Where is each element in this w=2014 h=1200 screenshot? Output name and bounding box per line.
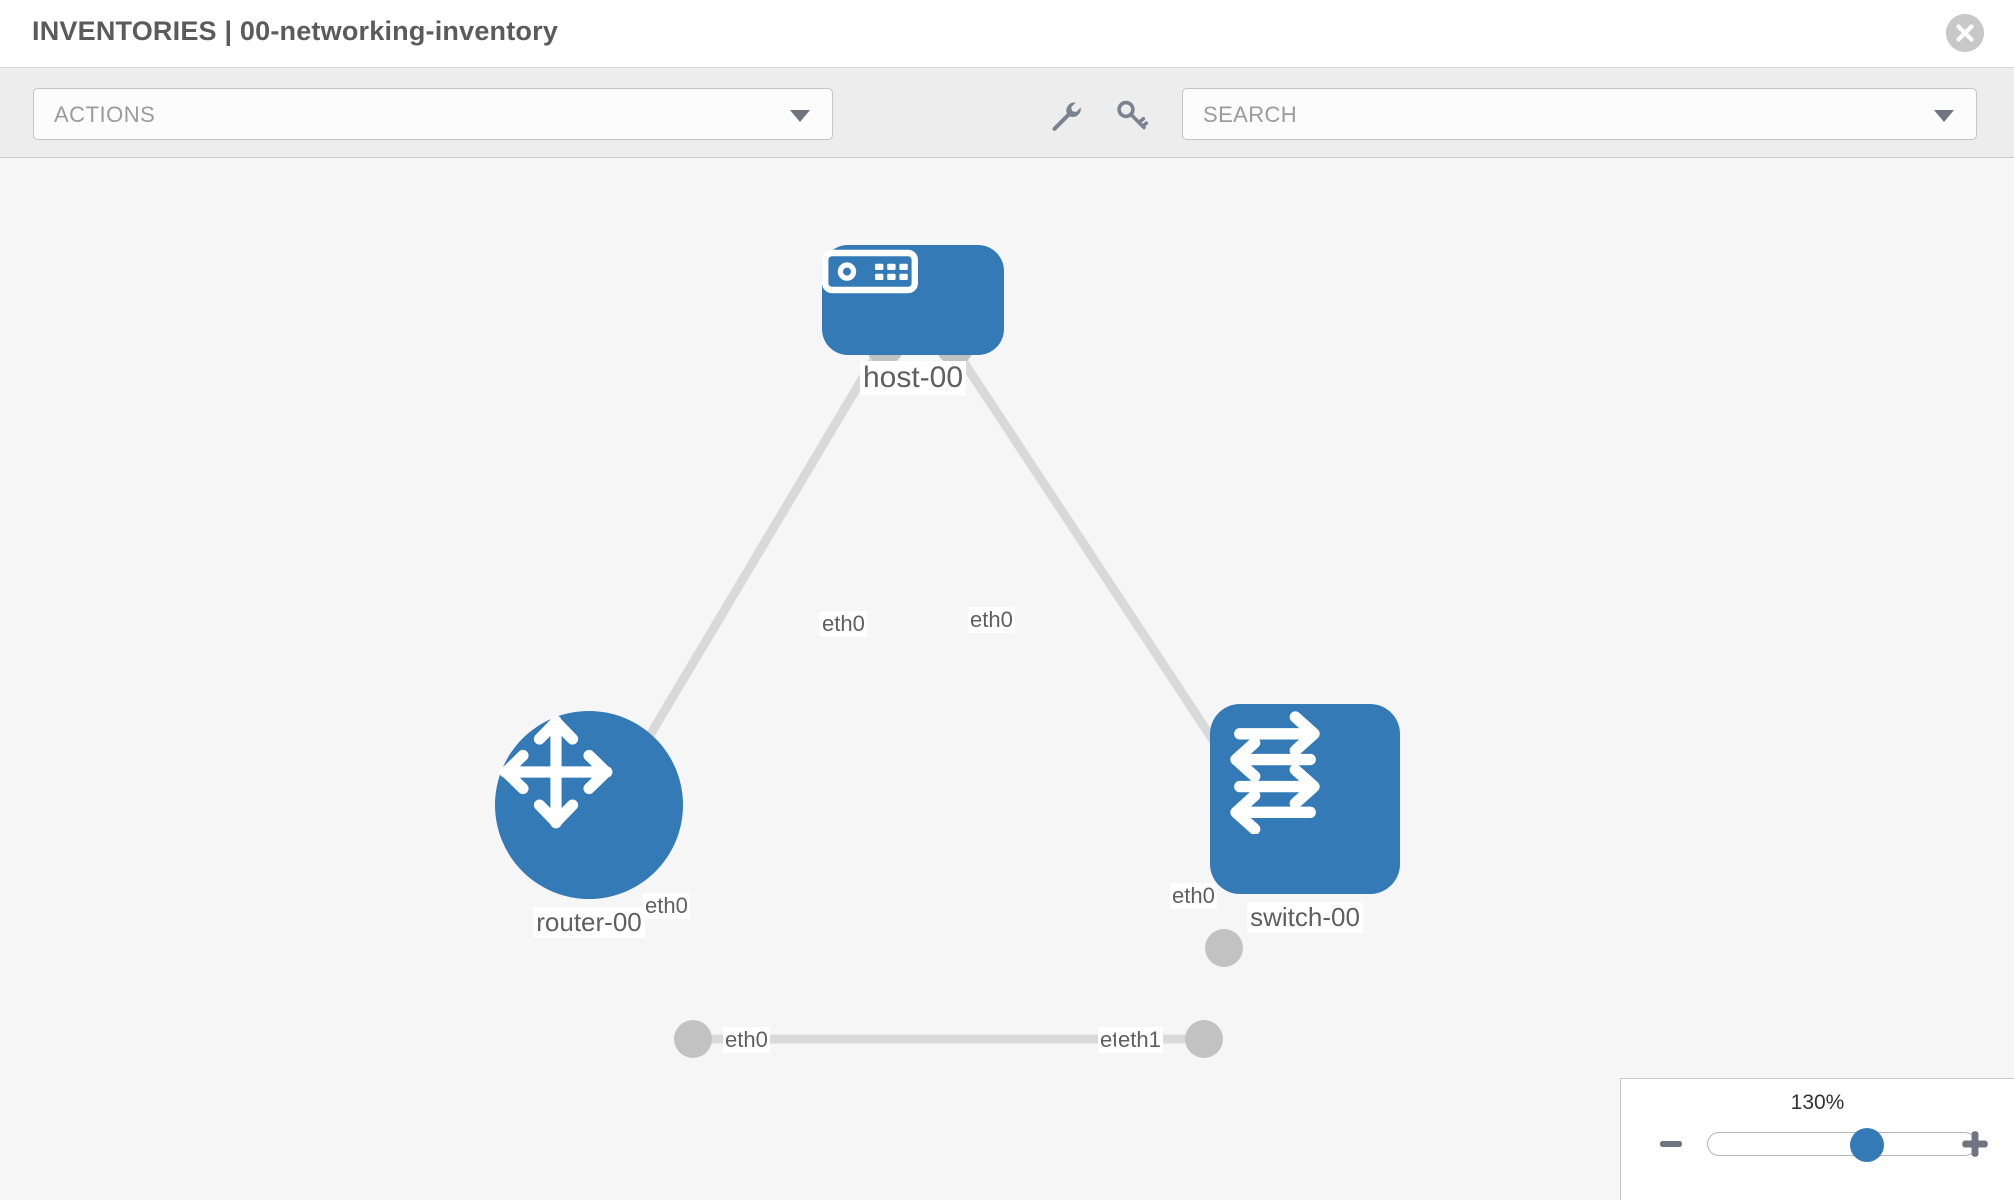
edge-label: eth1 <box>1116 1027 1163 1053</box>
actions-dropdown-label: ACTIONS <box>54 102 156 127</box>
node-label-router-00: router-00 <box>533 907 645 938</box>
edge-label: eth0 <box>723 1027 770 1053</box>
node-label-switch-00: switch-00 <box>1247 902 1363 933</box>
node-label-host-00: host-00 <box>859 361 967 395</box>
router-node-shape[interactable] <box>495 711 683 899</box>
topology-links <box>595 344 1247 1044</box>
link-host-switch <box>950 344 1247 789</box>
edge-label: eth0 <box>1170 883 1217 909</box>
key-icon[interactable] <box>1110 92 1154 136</box>
chevron-down-icon[interactable] <box>1934 110 1954 122</box>
page-header: INVENTORIES | 00-networking-inventory <box>0 0 2014 68</box>
search-placeholder: SEARCH <box>1203 102 1298 127</box>
server-icon <box>822 249 918 294</box>
node-handle[interactable] <box>1205 929 1243 967</box>
zoom-slider[interactable] <box>1707 1128 1977 1162</box>
node-handle[interactable] <box>1185 1020 1223 1058</box>
edge-label: eth0 <box>820 611 867 637</box>
search-input[interactable]: SEARCH <box>1182 88 1977 140</box>
node-switch-00[interactable]: switch-00 <box>1210 704 1400 933</box>
zoom-in-button[interactable] <box>1958 1127 1992 1161</box>
router-icon <box>499 715 613 829</box>
zoom-control-panel: 130% <box>1620 1078 2014 1200</box>
zoom-level-label: 130% <box>1790 1091 1845 1114</box>
actions-dropdown[interactable]: ACTIONS <box>33 88 833 140</box>
edge-label: eth0 <box>643 893 690 919</box>
plus-icon <box>1962 1131 1988 1157</box>
close-icon[interactable] <box>1946 14 1984 52</box>
toolbar: ACTIONS SEARCH <box>0 68 2014 158</box>
wrench-icon[interactable] <box>1042 92 1086 136</box>
topology-canvas[interactable]: host-00 router-00 <box>0 159 2014 1200</box>
zoom-slider-thumb[interactable] <box>1849 1128 1884 1162</box>
edge-label: eth0 <box>968 607 1015 633</box>
node-router-00[interactable]: router-00 <box>495 711 683 938</box>
switch-node-shape[interactable] <box>1210 704 1400 894</box>
minus-icon <box>1660 1141 1682 1147</box>
node-handle[interactable] <box>674 1020 712 1058</box>
chevron-down-icon <box>790 110 810 122</box>
page-title: INVENTORIES | 00-networking-inventory <box>32 16 559 46</box>
zoom-out-button[interactable] <box>1654 1127 1688 1161</box>
switch-icon <box>1230 711 1320 834</box>
node-host-00[interactable]: host-00 <box>822 245 1004 395</box>
host-node-shape[interactable] <box>822 245 1004 355</box>
